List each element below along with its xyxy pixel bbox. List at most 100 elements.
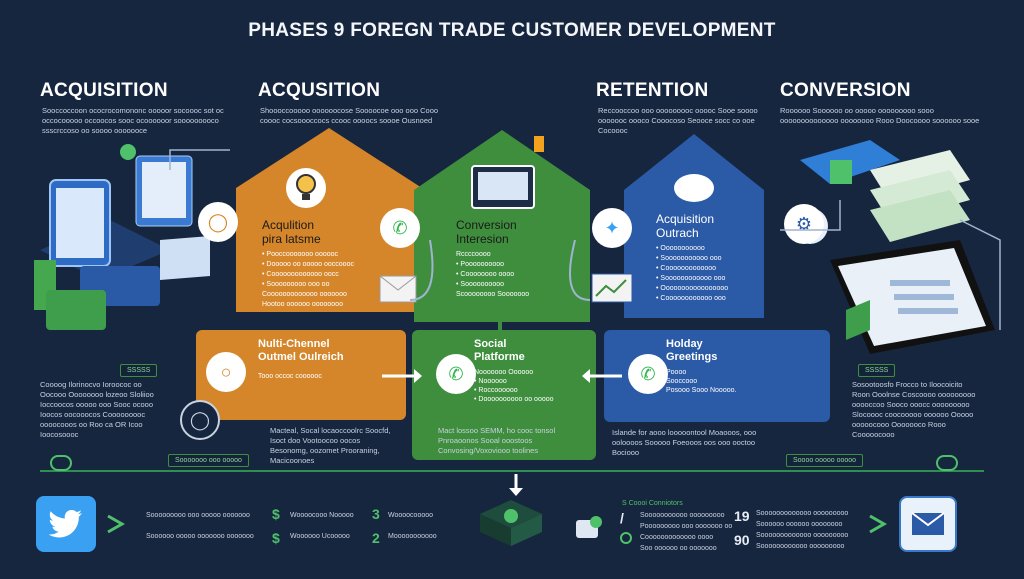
bottom-number: 3 bbox=[372, 506, 380, 522]
connectors-title: S Coooi Conniotors bbox=[622, 500, 683, 507]
whatsapp-icon: ✆ bbox=[380, 208, 420, 248]
bottom-right-row: Soooooooooooo ooooooooo bbox=[756, 543, 845, 550]
bottom-right-row: Soooooo oooooo oooooooo bbox=[756, 521, 843, 528]
dollar-icon: $ bbox=[272, 530, 280, 546]
social-card-line: • Noooooo bbox=[474, 378, 507, 385]
bottom-right-row: Sooooooooooooo ooooooooo bbox=[756, 532, 849, 539]
orange-house-subtitle: pira latsme bbox=[262, 232, 321, 246]
social-platforme-card: Social Platforme Nooooooo Oooooo • Noooo… bbox=[412, 330, 596, 460]
col-desc-retention: Reccooccoo ooo ooooooooc ooooc Sooe sooo… bbox=[598, 106, 758, 135]
social-card-line: • Roccoooooo bbox=[474, 387, 518, 394]
social-card-line: • Doooooooooo oo ooooo bbox=[474, 396, 554, 403]
whatsapp-icon bbox=[620, 532, 632, 544]
bottom-number: 2 bbox=[372, 530, 380, 546]
orange-house-title: Acqulition bbox=[262, 218, 315, 232]
orange-house-bullet: • Pooccooooooo oooooc bbox=[262, 251, 339, 258]
bottom-left-row: Sooooooooo ooo ooooo ooooooo bbox=[146, 512, 250, 519]
blue-house-shape bbox=[624, 134, 764, 318]
left-tag: SSSSS bbox=[120, 364, 158, 377]
chat-robot-icon bbox=[576, 516, 602, 538]
multichannel-card-line: Tooo occoc coooooc bbox=[258, 373, 322, 380]
dollar-cube-icon bbox=[480, 500, 542, 546]
chart-envelope-icon bbox=[591, 273, 633, 303]
blue-note: Islande for aooo looooontool Moaooos, oo… bbox=[612, 428, 757, 457]
left-side-note: Coooog Ilorinocvo Ioroococ oo Oocooo Ooo… bbox=[40, 380, 154, 439]
mail-tile bbox=[899, 496, 957, 552]
col-heading-conversion: CONVERSION bbox=[780, 80, 911, 101]
blue-house-bullet: • Cooooooooooooo bbox=[656, 265, 717, 272]
divider-line bbox=[40, 470, 984, 472]
green-note: Mact lossoo SEMM, ho cooc tonsol Pnroaoo… bbox=[438, 426, 556, 455]
col-heading-retention: RETENTION bbox=[596, 80, 709, 101]
blue-house-subtitle: Outrach bbox=[656, 226, 699, 240]
gear-icon: ⚙ bbox=[784, 204, 824, 244]
envelope-icon bbox=[911, 512, 945, 535]
blue-house-bullet: • Coooooooooooo ooo bbox=[656, 295, 726, 302]
right-tag: SSSSS bbox=[858, 364, 896, 377]
green-house-bullet: • Soooooooooo bbox=[456, 281, 504, 288]
orange-house-shape bbox=[236, 128, 422, 312]
whatsapp-icon: ✆ bbox=[628, 354, 668, 394]
connectors-row: Cooooooooooooo oooo bbox=[640, 534, 714, 541]
twitter-logo-tile bbox=[36, 496, 96, 552]
blue-house-bullet: • Ooooooooooooooooo bbox=[656, 285, 729, 292]
envelope-icon bbox=[379, 275, 417, 303]
blue-house-bullet: • Ooooooooooo bbox=[656, 245, 705, 252]
holiday-card-subtitle: Greetings bbox=[666, 351, 718, 363]
multichannel-card-subtitle: Outmel Oulreich bbox=[258, 351, 344, 363]
chevron-right-icon bbox=[107, 514, 126, 534]
globe-icon: ◯ bbox=[180, 400, 220, 440]
green-house-shape bbox=[414, 130, 590, 322]
orange-house-bullet: • Sooooooooo ooo oo bbox=[262, 281, 330, 288]
orange-house-bullet: • Dooooo oo ooooo ooccoooc bbox=[262, 261, 354, 268]
green-house-bullet: Scoooooooo Sooooooo bbox=[456, 291, 530, 298]
page-title: PHASES 9 FOREGN TRADE CUSTOMER DEVELOPME… bbox=[248, 20, 776, 41]
orange-house-bullet: Hootoo oooooo oooooooo bbox=[262, 301, 343, 308]
col-heading-acquisition: ACQUISITION bbox=[40, 80, 168, 101]
chat-bubble-icon bbox=[936, 455, 958, 471]
chat-bubble-icon bbox=[50, 455, 72, 471]
social-card-subtitle: Platforme bbox=[474, 351, 525, 363]
col-desc-acquisition: Sooccoccoon ococrocomononc ooooor socooo… bbox=[42, 106, 224, 135]
bottom-left-row: Soooooo ooooo ooooooo ooooooo bbox=[146, 533, 254, 540]
whatsapp-icon: ✆ bbox=[436, 354, 476, 394]
dollar-icon: $ bbox=[272, 506, 280, 522]
arrow-down-icon bbox=[509, 474, 523, 496]
holiday-card-line: Posooo Sooo Nooooo. bbox=[666, 387, 737, 394]
holiday-card-title: Holday bbox=[666, 338, 703, 350]
col-desc-conversion: Roooooo Soooooo oo ooooo ooooooooo sooo … bbox=[780, 106, 980, 125]
bottom-number: 90 bbox=[734, 532, 750, 548]
connectors-row: Sooooooooooo ooooooooo bbox=[640, 512, 725, 519]
arrow-right-icon bbox=[382, 369, 422, 383]
col-desc-acqusition: Shoooccooooo oooooocose Soooocoe ooo ooo… bbox=[260, 106, 439, 125]
right-bottom-tag: Soooo ooooo ooooo bbox=[786, 454, 864, 467]
arrow-left-icon bbox=[582, 369, 622, 383]
holiday-card-line: Poooo bbox=[666, 369, 687, 376]
bottom-right-row: Sooooooooooooo ooooooooo bbox=[756, 510, 849, 517]
green-house-subtitle: Interesion bbox=[456, 232, 509, 246]
twitter-bird-icon bbox=[48, 510, 82, 538]
green-house-bullet: • Coooooooo oooo bbox=[456, 271, 515, 278]
left-bottom-tag: Sooooooo ooo ooooo bbox=[168, 454, 249, 467]
social-card-title: Social bbox=[474, 338, 507, 350]
col-heading-acqusition: ACQUSITION bbox=[258, 80, 381, 101]
orange-note: Macteal, Socal locaoccoolrc Soocfd, Isoc… bbox=[270, 426, 391, 465]
twitter-bird-icon: ✦ bbox=[592, 208, 632, 248]
lightbulb-icon: ◯ bbox=[198, 202, 238, 242]
bottom-mid-right-row: Mooooooooooo bbox=[388, 533, 437, 540]
blue-house-bullet: • Soooooooooooo ooo bbox=[656, 275, 726, 282]
social-card-line: Nooooooo Oooooo bbox=[474, 369, 534, 376]
chevron-right-icon bbox=[869, 514, 888, 534]
holiday-card-line: Sooccooo bbox=[666, 378, 698, 385]
green-house-bullet: • Poooooooooo bbox=[456, 261, 504, 268]
connectors-row: Soo oooooo oo ooooooo bbox=[640, 545, 717, 552]
left-devices-illustration bbox=[34, 144, 210, 330]
multichannel-card-title: Nulti-Chennel bbox=[258, 338, 330, 350]
bottom-number: 19 bbox=[734, 508, 750, 524]
green-house-title: Conversion bbox=[456, 218, 517, 232]
bottom-mid-row: Woooooo Ucooooo bbox=[290, 533, 350, 540]
orange-house-bullet: Cooooooooooooo ooooooo bbox=[262, 291, 347, 298]
chat-bubble-icon: ○ bbox=[206, 352, 246, 392]
right-side-note: Sosootoosfo Frocco to Iloocoicito Roon O… bbox=[852, 380, 976, 439]
separator-glyph: / bbox=[620, 510, 624, 526]
